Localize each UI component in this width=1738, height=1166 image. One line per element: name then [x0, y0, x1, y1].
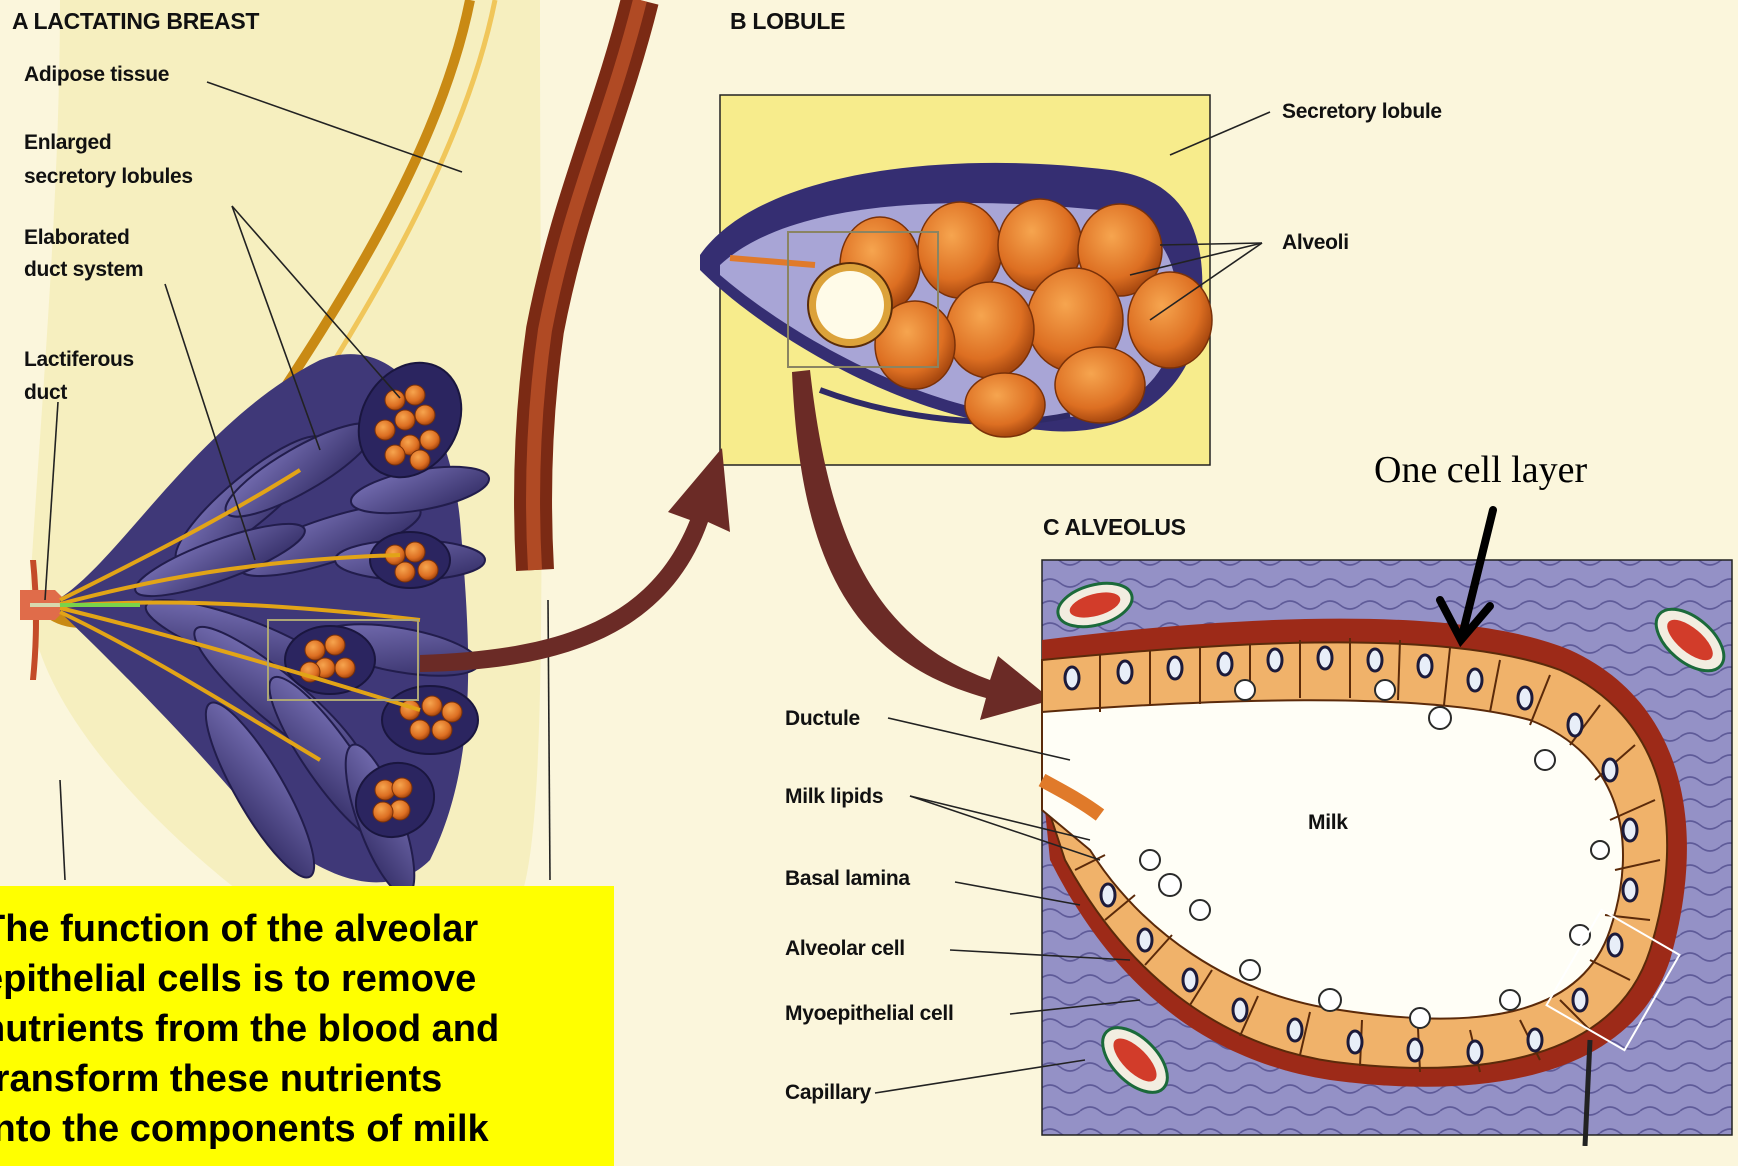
label-elaborated-2: duct system: [24, 258, 143, 282]
panel-a-heading: A LACTATING BREAST: [12, 8, 259, 35]
label-enlarged-2: secretory lobules: [24, 165, 193, 189]
label-enlarged-1: Enlarged: [24, 131, 111, 155]
panel-c-heading: C ALVEOLUS: [1043, 514, 1186, 541]
label-alveolar-cell: Alveolar cell: [785, 937, 905, 961]
label-lactiferous-2: duct: [24, 381, 67, 405]
breast-illustration: [20, 0, 640, 938]
panel-b-heading: B LOBULE: [730, 8, 845, 35]
lobule-illustration: [700, 95, 1270, 465]
function-callout-text: The function of the alveolar epithelial …: [0, 904, 614, 1154]
label-milk-lipids: Milk lipids: [785, 785, 883, 809]
label-adipose-tissue: Adipose tissue: [24, 63, 169, 87]
label-basal-lamina: Basal lamina: [785, 867, 910, 891]
label-capillary: Capillary: [785, 1081, 871, 1105]
label-alveoli: Alveoli: [1282, 231, 1349, 255]
annotation-one-cell-layer: One cell layer: [1374, 448, 1587, 492]
alveolus-illustration: [875, 560, 1735, 1135]
label-myoepithelial-cell: Myoepithelial cell: [785, 1002, 954, 1026]
label-elaborated-1: Elaborated: [24, 226, 130, 250]
label-ductule: Ductule: [785, 707, 860, 731]
label-secretory-lobule: Secretory lobule: [1282, 100, 1442, 124]
function-callout-box: The function of the alveolar epithelial …: [0, 886, 614, 1166]
label-lactiferous-1: Lactiferous: [24, 348, 134, 372]
label-milk: Milk: [1308, 811, 1348, 835]
